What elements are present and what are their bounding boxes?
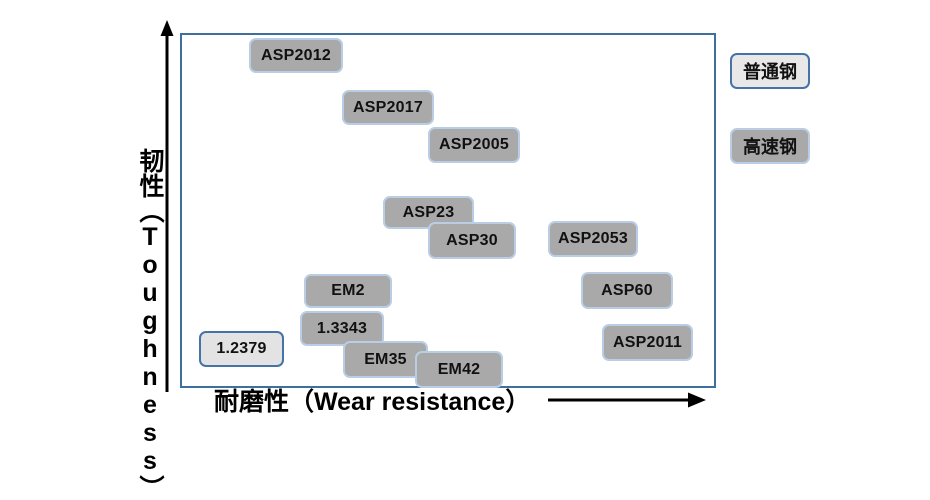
- legend-item-high-speed-steel[interactable]: 高速钢: [730, 128, 810, 164]
- data-node-em2[interactable]: EM2: [304, 274, 392, 308]
- y-axis-arrow: [160, 20, 174, 392]
- data-node-em42[interactable]: EM42: [415, 351, 503, 388]
- legend: 普通钢 高速钢: [728, 30, 848, 180]
- legend-item-ordinary-steel[interactable]: 普通钢: [730, 53, 810, 89]
- data-node-asp2012[interactable]: ASP2012: [249, 38, 343, 73]
- data-node-asp60[interactable]: ASP60: [581, 272, 673, 309]
- x-axis-arrow: [548, 386, 706, 420]
- data-node-asp30[interactable]: ASP30: [428, 222, 516, 259]
- data-node-asp2011[interactable]: ASP2011: [602, 324, 693, 361]
- data-node-asp2053[interactable]: ASP2053: [548, 221, 638, 257]
- data-node-asp2005[interactable]: ASP2005: [428, 127, 520, 163]
- y-axis-title: 韧性（Toughness）: [136, 148, 164, 500]
- x-axis-title: 耐磨性（Wear resistance）: [214, 388, 531, 416]
- data-node-1-3343[interactable]: 1.3343: [300, 311, 384, 346]
- data-node-1-2379[interactable]: 1.2379: [199, 331, 284, 367]
- data-node-asp2017[interactable]: ASP2017: [342, 90, 434, 125]
- chart-canvas: 韧性（Toughness） 耐磨性（Wear resistance） ASP20…: [136, 20, 848, 500]
